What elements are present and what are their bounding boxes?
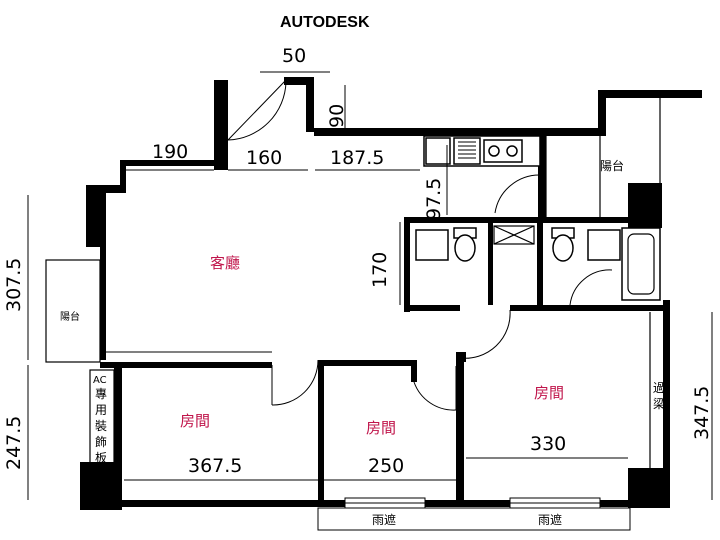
wall-entrance-left [214,80,228,170]
bath2-sink [587,229,621,261]
svg-text:過: 過 [653,381,665,395]
brand-title: AUTODESK [280,14,370,31]
room-label-living: 客廳 [210,254,240,272]
windows [317,497,631,531]
dim-307-5: 307.5 [3,258,25,312]
dim-170: 170 [369,252,391,288]
wall-top [314,128,604,136]
room-label-bedroom-left: 房間 [180,412,210,430]
wall-left-pillar-bottom [80,462,122,510]
dim-97-5: 97.5 [423,178,445,220]
svg-text:飾: 飾 [95,435,107,449]
room-label-bedroom-right: 房間 [534,384,564,402]
dim-250: 250 [368,455,404,477]
ac-panel-outline [89,369,115,466]
shaft [493,225,535,245]
svg-text:AC: AC [93,375,107,386]
balcony-left-outline [45,259,101,363]
svg-text:裝: 裝 [95,419,107,433]
room-label-bedroom-middle: 房間 [366,419,396,437]
label-canopy-left: 雨遮 [372,512,396,527]
dimension-lines [27,71,713,500]
dim-247-5: 247.5 [3,416,25,470]
dim-50: 50 [282,45,306,67]
dim-190: 190 [152,141,188,163]
label-balcony-left: 陽台 [60,310,80,323]
svg-text:用: 用 [95,403,107,417]
doors [227,79,613,411]
svg-text:板: 板 [95,451,107,465]
dim-187-5: 187.5 [330,147,384,169]
fixtures [45,98,661,468]
wall-right-pillar-top [628,183,662,228]
svg-text:梁: 梁 [653,396,665,411]
beam-label: 過 梁 [653,381,665,411]
ac-panel-label: AC 專 用 裝 飾 板 [93,375,107,465]
bath1-sink [415,229,449,261]
wall-right-pillar-bottom [628,468,670,508]
dim-160: 160 [246,147,282,169]
dim-367-5: 367.5 [188,455,242,477]
dim-330: 330 [530,433,566,455]
kitchen-sink [425,137,451,165]
label-canopy-right: 雨遮 [538,512,562,527]
bath2-toilet [552,234,574,262]
walls [80,77,702,510]
dim-90: 90 [326,104,348,128]
svg-text:專: 專 [95,387,107,401]
bath1-toilet [454,234,476,262]
label-balcony-right: 陽台 [600,158,624,173]
dim-347-5: 347.5 [691,386,713,440]
